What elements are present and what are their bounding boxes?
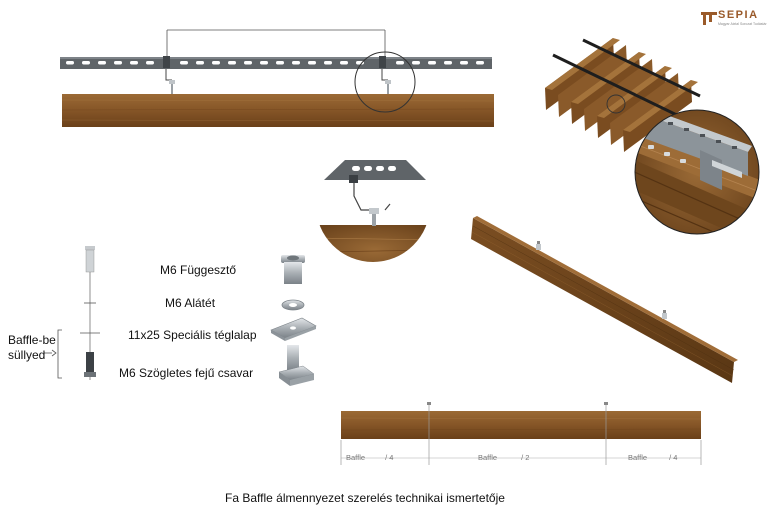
rectangle-plate-icon	[270, 317, 317, 341]
part-label-bolt: M6 Szögletes fejű csavar	[119, 366, 254, 380]
top-baffle	[62, 94, 494, 127]
isometric-array-view	[545, 38, 701, 152]
part-label-washer: M6 Alátét	[165, 296, 216, 310]
page-caption: Fa Baffle álmennyezet szerelés technikai…	[225, 491, 505, 505]
dimension-name: Baffle	[346, 453, 366, 462]
brand-logo: SEPIA Magyar Aixtal Sorozat Tudástár	[700, 6, 767, 32]
dimension-name: Baffle	[478, 453, 498, 462]
side-note: Baffle-be süllyed	[8, 333, 56, 363]
washer-icon	[281, 299, 305, 311]
hanger-detail-zoom	[316, 160, 430, 262]
dimension-ratio: / 2	[521, 453, 530, 462]
part-label-hanger: M6 Függesztő	[160, 263, 237, 277]
top-section-view	[60, 29, 495, 127]
dimension-name: Baffle	[628, 453, 648, 462]
dimension-label-middle: Baffle / 2	[478, 453, 529, 462]
rail-detail-zoom	[634, 109, 760, 235]
sepia-logo-icon	[701, 12, 717, 25]
exploded-assembly-line	[44, 246, 100, 380]
dimension-ratio: / 4	[669, 453, 678, 462]
side-note-line2: süllyed	[8, 348, 46, 362]
bottom-baffle	[341, 411, 701, 439]
dimension-label-right: Baffle / 4	[628, 453, 677, 462]
diagonal-baffle	[471, 216, 738, 383]
hanger-sleeve-icon	[281, 255, 305, 284]
brand-tagline: Magyar Aixtal Sorozat Tudástár	[718, 22, 767, 26]
detail-marker-circle	[354, 51, 416, 113]
dimension-label-left: Baffle / 4	[346, 453, 393, 462]
rail-slots	[66, 61, 484, 65]
bottom-dimension-view	[340, 402, 702, 465]
dimension-ratio: / 4	[385, 453, 394, 462]
brand-name: SEPIA	[718, 9, 759, 21]
square-head-bolt-icon	[278, 345, 315, 386]
side-note-line1: Baffle-be	[8, 333, 56, 347]
part-label-plate: 11x25 Speciális téglalap	[128, 328, 257, 342]
